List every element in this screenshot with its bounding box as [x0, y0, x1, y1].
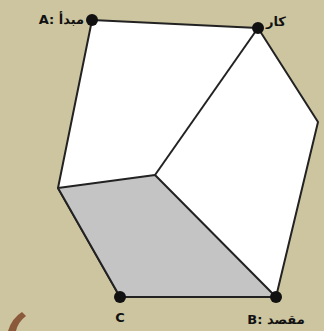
point-label: كار [266, 14, 286, 30]
point-dot [252, 22, 264, 34]
pencil-tip [8, 312, 26, 331]
point-label: B: مقصد [247, 312, 304, 328]
point-dot [86, 14, 98, 26]
point-label: C [115, 310, 125, 326]
cube-edge [155, 28, 258, 175]
point-dot [114, 291, 126, 303]
cube-outline [58, 20, 318, 297]
point-dot [270, 291, 282, 303]
shaded-face [58, 175, 276, 297]
point-label: A: مبدأ [39, 12, 84, 28]
